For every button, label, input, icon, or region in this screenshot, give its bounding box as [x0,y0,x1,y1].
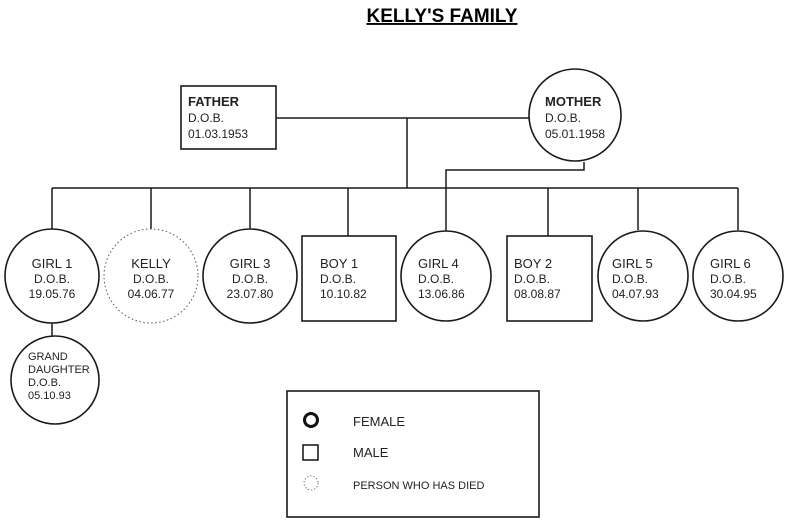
child-boy-2-box [506,235,593,322]
child-girl-5-dob-label: D.O.B. [612,272,648,286]
child-kelly-dob-label: D.O.B. [133,272,169,286]
child-girl-6-name: GIRL 6 [710,256,751,271]
child-boy-1-name: BOY 1 [320,256,358,271]
mother-node: MOTHER D.O.B. 05.01.1958 [528,68,622,162]
grandchild-circle [10,335,100,425]
grandchild-dob-label: D.O.B. [28,377,61,389]
child-boy-1-box [301,235,397,322]
legend-male-label: MALE [353,445,389,460]
child-girl-4-dob-label: D.O.B. [418,272,454,286]
child-boy-2-dob-label: D.O.B. [514,272,550,286]
male-symbol-icon [302,444,319,461]
child-girl-5-circle [597,230,689,322]
child-girl-5-name: GIRL 5 [612,256,653,271]
child-node-boy-1: BOY 1 D.O.B. 10.10.82 [301,235,397,322]
child-girl-4-dob: 13.06.86 [418,287,465,301]
diagram-title: KELLY'S FAMILY [367,6,518,27]
connector-lines [51,117,739,338]
child-node-girl-1: GIRL 1 D.O.B. 19.05.76 [4,228,100,324]
child-girl-3-dob-label: D.O.B. [232,272,268,286]
father-node: FATHER D.O.B. 01.03.1953 [180,85,277,150]
father-dob-label: D.O.B. [188,111,224,125]
child-girl-6-dob: 30.04.95 [710,287,757,301]
child-girl-3-name: GIRL 3 [230,256,271,271]
mother-girl4-line [445,162,585,232]
grandchild-name-line-1: GRAND [28,351,68,363]
child-girl-3-dob: 23.07.80 [227,287,274,301]
legend-female-label: FEMALE [353,414,405,429]
mother-name: MOTHER [545,94,602,109]
child-girl-1-name: GIRL 1 [32,256,73,271]
female-symbol-icon [303,412,319,428]
child-boy-2-dob: 08.08.87 [514,287,561,301]
child-girl-1-dob: 19.05.76 [29,287,76,301]
child-node-girl-4: GIRL 4 D.O.B. 13.06.86 [400,230,492,322]
child-girl-6-circle [692,230,784,322]
legend-box [286,390,540,518]
child-boy-2-name: BOY 2 [514,256,552,271]
child-girl-5-dob: 04.07.93 [612,287,659,301]
legend: FEMALE MALE PERSON WHO HAS DIED [286,390,540,518]
child-boy-1-dob-label: D.O.B. [320,272,356,286]
child-kelly-name: KELLY [131,256,171,271]
child-kelly-dob: 04.06.77 [128,287,175,301]
grandchild-dob: 05.10.93 [28,390,71,402]
father-box [180,85,277,150]
child-node-kelly: KELLY D.O.B. 04.06.77 [103,228,199,324]
grandchild-name-line-2: DAUGHTER [28,364,90,376]
child-node-girl-6: GIRL 6 D.O.B. 30.04.95 [692,230,784,322]
child-girl-1-dob-label: D.O.B. [34,272,70,286]
mother-circle [528,68,622,162]
child-boy-1-dob: 10.10.82 [320,287,367,301]
child-node-girl-3: GIRL 3 D.O.B. 23.07.80 [202,228,298,324]
mother-dob: 05.01.1958 [545,127,605,141]
legend-died-label: PERSON WHO HAS DIED [353,480,484,492]
child-kelly-dotted-circle [103,228,199,324]
father-dob: 01.03.1953 [188,127,248,141]
child-girl-3-circle [202,228,298,324]
child-girl-6-dob-label: D.O.B. [710,272,746,286]
mother-dob-label: D.O.B. [545,111,581,125]
child-girl-4-circle [400,230,492,322]
died-symbol-icon [303,475,319,491]
child-girl-1-circle [4,228,100,324]
child-node-girl-5: GIRL 5 D.O.B. 04.07.93 [597,230,689,322]
child-node-boy-2: BOY 2 D.O.B. 08.08.87 [506,235,593,322]
child-girl-4-name: GIRL 4 [418,256,459,271]
grandchild-node: GRAND DAUGHTER D.O.B. 05.10.93 [10,335,100,425]
father-name: FATHER [188,94,240,109]
